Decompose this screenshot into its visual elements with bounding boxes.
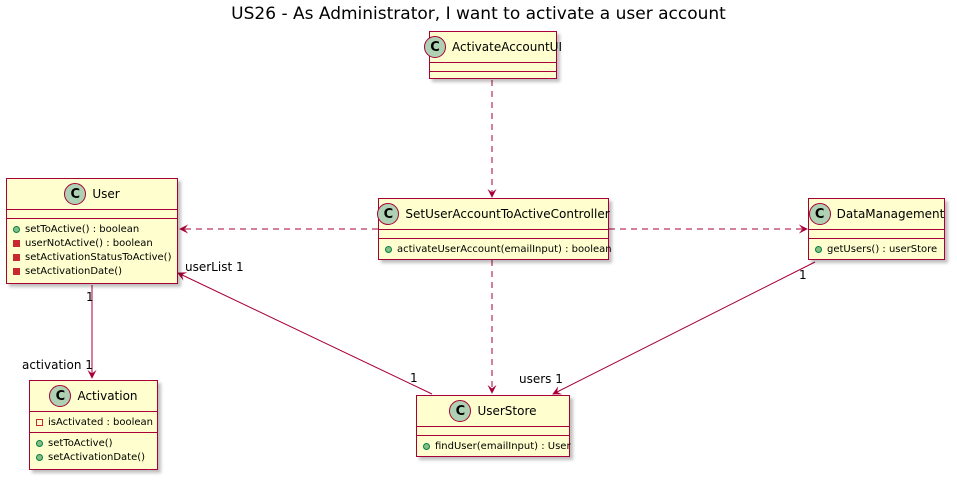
method-text: setToActive() : boolean xyxy=(25,223,140,235)
methods-section: getUsers() : userStore xyxy=(809,239,944,259)
attributes-section xyxy=(430,63,556,72)
class-stereotype-icon: C xyxy=(449,400,472,422)
method-row: getUsers() : userStore xyxy=(815,242,944,256)
association-datamanagement-to-userstore xyxy=(552,261,816,395)
method-row: setActivationDate() xyxy=(36,450,157,464)
method-text: setActivationDate() xyxy=(25,265,123,277)
method-row: activateUserAccount(emailInput) : boolea… xyxy=(385,242,612,256)
class-header: C Activation xyxy=(30,381,157,412)
class-name: UserStore xyxy=(477,404,537,418)
private-visibility-icon xyxy=(13,239,20,247)
class-name: SetUserAccountToActiveController xyxy=(405,207,610,221)
class-user[interactable]: C User setToActive() : boolean userNotAc… xyxy=(6,178,178,284)
method-text: setActivationDate() xyxy=(48,451,146,463)
multiplicity-userstore-end: 1 xyxy=(410,371,418,385)
class-name: ActivateAccountUI xyxy=(452,40,562,54)
method-row: setActivationStatusToActive() xyxy=(13,250,177,264)
method-row: setActivationDate() xyxy=(13,264,177,278)
class-stereotype-icon: C xyxy=(377,203,400,225)
class-name: DataManagement xyxy=(836,207,945,221)
attribute-text: isActivated : boolean xyxy=(48,416,154,428)
private-visibility-icon xyxy=(13,253,20,261)
class-name: User xyxy=(92,187,120,201)
public-visibility-icon xyxy=(423,442,430,450)
role-label-userlist: userList 1 xyxy=(185,260,244,274)
methods-section: activateUserAccount(emailInput) : boolea… xyxy=(379,239,612,259)
methods-section: findUser(emailInput) : User xyxy=(417,436,571,456)
attributes-section: isActivated : boolean xyxy=(30,412,157,433)
attributes-section xyxy=(379,230,608,239)
diagram-title: US26 - As Administrator, I want to activ… xyxy=(231,4,726,24)
class-name: Activation xyxy=(77,389,138,403)
public-visibility-icon xyxy=(36,439,43,447)
method-text: setToActive() xyxy=(48,437,113,449)
class-header: C SetUserAccountToActiveController xyxy=(377,199,610,230)
class-stereotype-icon: C xyxy=(64,183,87,205)
private-visibility-icon xyxy=(13,267,20,275)
method-row: setToActive() : boolean xyxy=(13,222,177,236)
class-header: C UserStore xyxy=(417,396,569,427)
class-stereotype-icon: C xyxy=(49,385,72,407)
private-visibility-icon xyxy=(36,418,43,426)
method-text: getUsers() : userStore xyxy=(827,243,938,255)
method-text: findUser(emailInput) : User xyxy=(435,440,571,452)
association-userstore-to-user xyxy=(177,272,433,395)
attributes-section xyxy=(7,210,177,219)
class-set-user-account-to-active-controller[interactable]: C SetUserAccountToActiveController activ… xyxy=(377,198,612,260)
method-text: setActivationStatusToActive() xyxy=(25,251,172,263)
public-visibility-icon xyxy=(36,453,43,461)
class-header: C User xyxy=(7,179,177,210)
methods-section: setToActive() setActivationDate() xyxy=(30,433,157,467)
class-activate-account-ui[interactable]: C ActivateAccountUI xyxy=(424,31,562,80)
multiplicity-datamanagement-end: 1 xyxy=(799,268,807,282)
class-stereotype-icon: C xyxy=(424,36,447,58)
methods-section: setToActive() : boolean userNotActive() … xyxy=(7,219,177,281)
class-stereotype-icon: C xyxy=(808,203,831,225)
class-activation[interactable]: C Activation isActivated : boolean setTo… xyxy=(29,380,158,470)
attribute-row: isActivated : boolean xyxy=(36,415,157,429)
role-label-activation: activation 1 xyxy=(22,358,93,372)
attributes-section xyxy=(417,427,569,436)
methods-section xyxy=(430,72,556,80)
method-row: userNotActive() : boolean xyxy=(13,236,177,250)
attributes-section xyxy=(809,230,944,239)
method-row: setToActive() xyxy=(36,436,157,450)
role-label-users: users 1 xyxy=(519,372,563,386)
class-header: C ActivateAccountUI xyxy=(424,32,562,63)
class-data-management[interactable]: C DataManagement getUsers() : userStore xyxy=(808,198,945,260)
class-header: C DataManagement xyxy=(808,199,945,230)
method-text: userNotActive() : boolean xyxy=(25,237,153,249)
method-row: findUser(emailInput) : User xyxy=(423,439,571,453)
class-user-store[interactable]: C UserStore findUser(emailInput) : User xyxy=(416,395,571,457)
public-visibility-icon xyxy=(13,225,20,233)
method-text: activateUserAccount(emailInput) : boolea… xyxy=(397,243,612,255)
multiplicity-user-end: 1 xyxy=(86,290,94,304)
public-visibility-icon xyxy=(815,245,822,253)
public-visibility-icon xyxy=(385,245,392,253)
